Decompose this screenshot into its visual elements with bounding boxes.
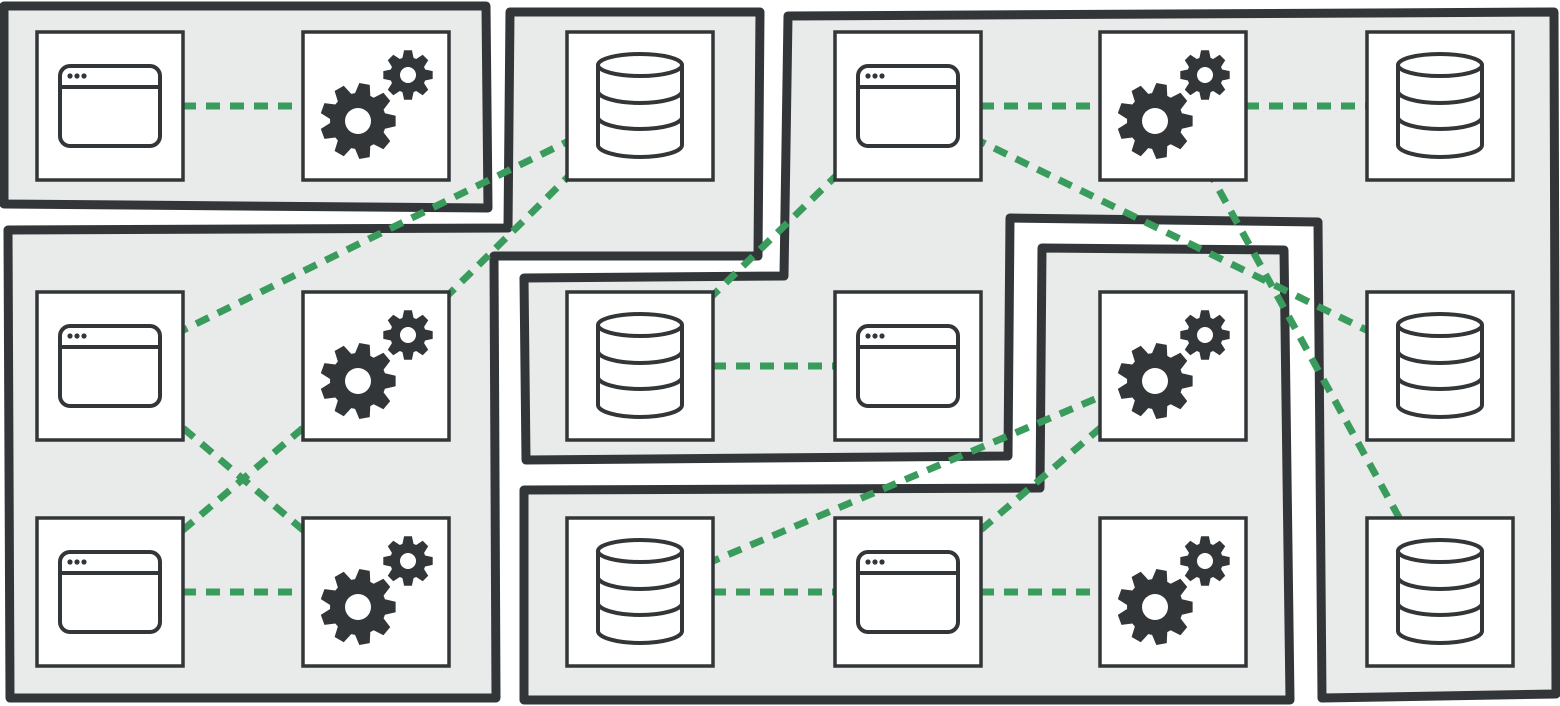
node-gears-r2c4 <box>1098 516 1248 668</box>
small-gear-hole <box>1197 553 1213 569</box>
small-gear-hole <box>1197 327 1213 343</box>
large-gear-hole <box>345 108 371 134</box>
gears-icon <box>1117 310 1230 419</box>
node-window-r2c3 <box>833 516 983 668</box>
large-gear-hole <box>1142 594 1168 620</box>
gears-icon <box>320 536 433 645</box>
region-right-large <box>519 7 1560 703</box>
node-window-r1c3 <box>833 290 983 442</box>
node-database-r1c5 <box>1365 290 1515 442</box>
gears-icon <box>1117 536 1230 645</box>
connector-r2c2-r1c4 <box>638 362 1175 596</box>
large-gear-hole <box>1142 108 1168 134</box>
large-gear-hole <box>345 368 371 394</box>
gears-icon <box>320 310 433 419</box>
node-gears-r2c1 <box>301 516 451 668</box>
node-gears-r1c1 <box>301 290 451 442</box>
large-gear-hole <box>1142 368 1168 394</box>
node-window-r0c3 <box>833 30 983 182</box>
large-gear-hole <box>345 594 371 620</box>
small-gear-hole <box>1197 67 1213 83</box>
nodes-layer <box>35 30 1515 668</box>
node-gears-r0c4 <box>1098 30 1248 182</box>
connector-r0c4-r2c5 <box>1169 104 1444 594</box>
small-gear-hole <box>400 553 416 569</box>
small-gear-hole <box>400 67 416 83</box>
node-box <box>1365 516 1515 668</box>
node-database-r1c2 <box>565 290 715 442</box>
connector-r0c3-r1c5 <box>906 102 1442 370</box>
gears-icon <box>320 50 433 159</box>
node-window-r0c0 <box>35 30 185 182</box>
connector-r1c0-r0c2 <box>108 102 642 370</box>
node-gears-r0c1 <box>301 30 451 182</box>
node-database-r0c2 <box>565 30 715 182</box>
node-database-r0c5 <box>1365 30 1515 182</box>
node-window-r2c0 <box>35 516 185 668</box>
node-gears-r1c4 <box>1098 290 1248 442</box>
node-window-r1c0 <box>35 290 185 442</box>
gears-icon <box>1117 50 1230 159</box>
node-database-r2c2 <box>565 516 715 668</box>
node-database-r2c5 <box>1365 516 1515 668</box>
small-gear-hole <box>400 327 416 343</box>
